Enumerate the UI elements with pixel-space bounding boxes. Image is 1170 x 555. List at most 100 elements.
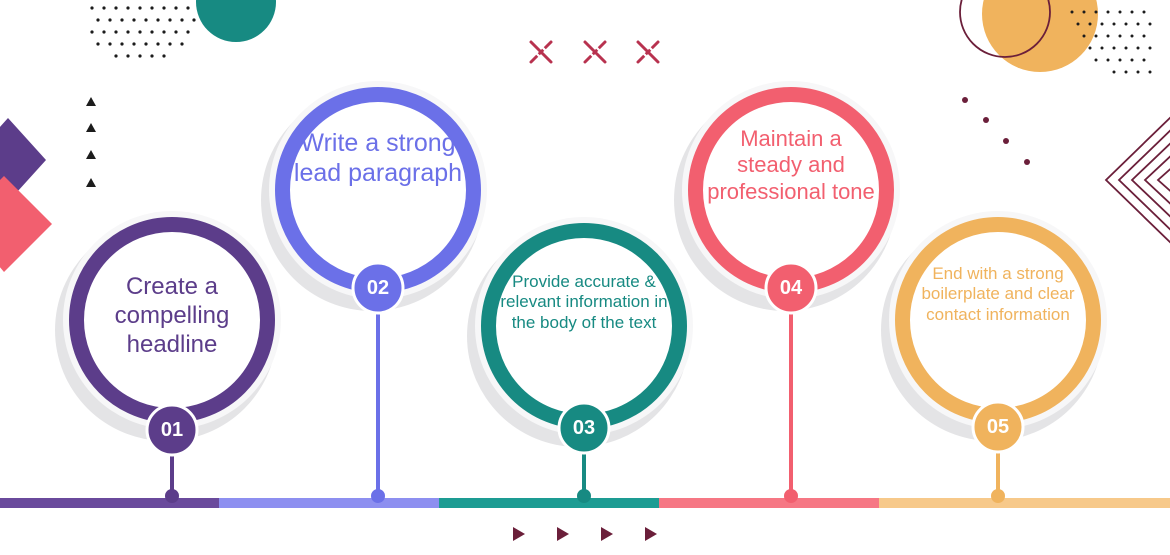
dot [1106, 10, 1110, 14]
step-text-1: Create a compelling headline [114, 273, 230, 358]
dot-pattern-top-right [1070, 10, 1152, 74]
cross-inner [529, 40, 553, 64]
dot [1112, 46, 1116, 50]
dot [102, 6, 106, 10]
step-number-3: 03 [572, 417, 596, 439]
small-triangle-icon [86, 123, 96, 132]
dot [168, 42, 172, 46]
dot [192, 18, 196, 22]
cross-stroke [583, 40, 607, 64]
dot [174, 6, 178, 10]
step-number-2: 02 [366, 277, 390, 299]
dot [96, 42, 100, 46]
gold-circle-decor [982, 0, 1098, 72]
timeline-segment-1 [0, 498, 219, 508]
play-arrow-icon [557, 527, 569, 541]
dot [138, 6, 142, 10]
dot [1136, 22, 1140, 26]
dot [1082, 34, 1086, 38]
timeline-node [165, 489, 179, 503]
dot [1124, 46, 1128, 50]
timeline-segment-4 [659, 498, 879, 508]
dot [1142, 10, 1146, 14]
small-triangle-icon [86, 150, 96, 159]
step-4 [674, 81, 900, 503]
dot [1112, 70, 1116, 74]
dot [126, 30, 130, 34]
step-number-4: 04 [779, 277, 803, 299]
dot [114, 30, 118, 34]
step-number-5: 05 [986, 416, 1010, 438]
diagonal-dot [962, 97, 968, 103]
dot [1118, 34, 1122, 38]
pink-diamond-decor [0, 176, 52, 272]
cross-icon [636, 40, 660, 64]
diagonal-dot [1024, 159, 1030, 165]
dot [1136, 46, 1140, 50]
timeline-segment-5 [879, 498, 1170, 508]
decorations [0, 0, 1170, 541]
timeline-node [991, 489, 1005, 503]
dot [168, 18, 172, 22]
dot [150, 54, 154, 58]
timeline-node [371, 489, 385, 503]
play-arrow-icon [645, 527, 657, 541]
number-badge [145, 403, 199, 457]
cross-inner [583, 40, 607, 64]
cross-icon [529, 40, 553, 64]
dot [1094, 10, 1098, 14]
chevron-line [1143, 155, 1170, 205]
dot [114, 6, 118, 10]
dot [150, 6, 154, 10]
dot [1082, 10, 1086, 14]
number-badge [764, 261, 818, 315]
outline-circle-decor [959, 0, 1051, 58]
timeline-segment-2 [219, 498, 439, 508]
dot [144, 42, 148, 46]
dot [1070, 10, 1074, 14]
dot [1118, 58, 1122, 62]
dot [1136, 70, 1140, 74]
dot [150, 30, 154, 34]
dot [138, 30, 142, 34]
cross-stroke [529, 40, 553, 64]
chevron-line [1156, 168, 1170, 192]
teal-circle-decor [196, 0, 276, 42]
step-text-5: End with a strong boilerplate and clear … [921, 264, 1075, 324]
dot [162, 54, 166, 58]
dot [180, 42, 184, 46]
dot [96, 18, 100, 22]
dot [162, 30, 166, 34]
chevron-pattern-decor [1104, 116, 1170, 244]
decor-top-right [959, 0, 1152, 74]
dot [1130, 34, 1134, 38]
diagonal-dot [983, 117, 989, 123]
dot [1106, 58, 1110, 62]
cross-icon [583, 40, 607, 64]
dot [120, 18, 124, 22]
dot [180, 18, 184, 22]
dot [90, 30, 94, 34]
small-triangle-icon [86, 97, 96, 106]
dot [108, 42, 112, 46]
dot-pattern-top-left [90, 6, 196, 58]
dot [1094, 58, 1098, 62]
dot [1148, 46, 1152, 50]
cross-inner [636, 40, 660, 64]
dot [1124, 70, 1128, 74]
number-badge [557, 401, 611, 455]
purple-diamond-decor [0, 118, 46, 202]
timeline-bar [0, 498, 1170, 508]
dot [1088, 46, 1092, 50]
dot [1088, 22, 1092, 26]
dot [1100, 46, 1104, 50]
dot [186, 6, 190, 10]
cross-stroke [636, 40, 660, 64]
dot [186, 30, 190, 34]
dot [126, 54, 130, 58]
dot [1118, 10, 1122, 14]
play-arrow-icon [601, 527, 613, 541]
step-3 [467, 217, 693, 503]
